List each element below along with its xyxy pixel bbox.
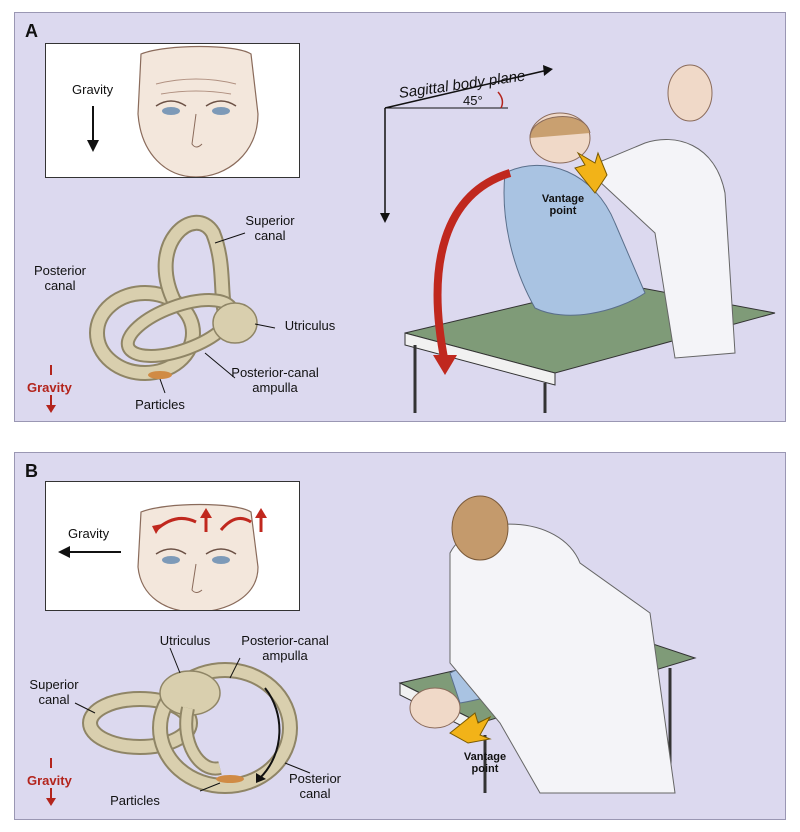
label-particles-b: Particles — [110, 793, 160, 808]
panel-letter-b: B — [25, 461, 38, 481]
scene-a-illustration — [404, 64, 776, 413]
vantage-point-label-b: Vantage point — [463, 751, 507, 775]
panel-b: B Gravity — [14, 452, 786, 820]
label-posterior-canal-a: Posterior canal — [33, 263, 87, 293]
label-superior-canal-a: Superior canal — [245, 213, 295, 243]
angle-label: 45° — [463, 93, 483, 108]
gravity-label-b: Gravity — [27, 773, 72, 788]
label-utriculus-a: Utriculus — [284, 318, 336, 333]
label-superior-canal-b: Superior canal — [29, 677, 79, 707]
label-posterior-canal-b: Posterior canal — [288, 771, 342, 801]
sagittal-plane-diagram — [380, 65, 553, 223]
scene-b-illustration — [398, 495, 697, 794]
panel-a: A Gravity Superior c — [14, 12, 786, 422]
label-utriculus-b: Utriculus — [159, 633, 211, 648]
label-particles-a: Particles — [135, 397, 185, 412]
canal-diagram-b — [74, 647, 311, 794]
inset-gravity-label-a: Gravity — [72, 82, 114, 97]
gravity-arrow-a — [46, 365, 56, 413]
face-inset-a: Gravity — [45, 43, 300, 178]
face-inset-b: Gravity — [45, 481, 300, 611]
label-ampulla-a: Posterior-canal ampulla — [231, 365, 319, 395]
inset-gravity-label-b: Gravity — [68, 526, 110, 541]
face-illustration-a — [87, 45, 259, 177]
label-ampulla-b: Posterior-canal ampulla — [241, 633, 329, 663]
vantage-point-label-a: Vantage point — [541, 193, 585, 217]
panel-letter-a: A — [25, 21, 38, 41]
gravity-label-a: Gravity — [27, 380, 72, 395]
canal-diagram-a — [89, 214, 276, 394]
face-illustration-b — [58, 503, 267, 610]
gravity-arrow-b — [46, 758, 56, 806]
